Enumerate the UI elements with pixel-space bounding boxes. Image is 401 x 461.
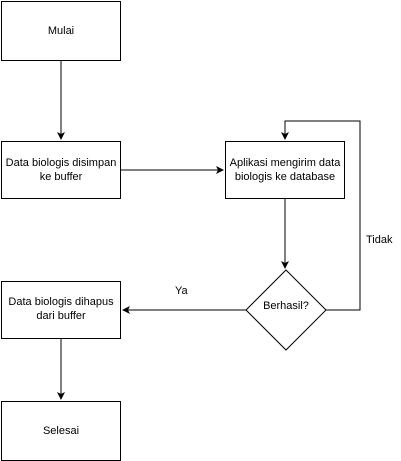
decision-label: Berhasil?	[263, 300, 309, 312]
delete-buffer-label: Data biologis dihapus dari buffer	[8, 296, 114, 323]
decision-diamond	[245, 269, 327, 351]
store-buffer-label: Data biologis disimpan ke buffer	[5, 156, 117, 183]
end-node: Selesai	[1, 401, 121, 461]
store-buffer-node: Data biologis disimpan ke buffer	[1, 141, 121, 199]
send-database-label: Aplikasi mengirim data biologis ke datab…	[229, 156, 341, 183]
edge-decision-no-loop	[281, 120, 361, 311]
start-node: Mulai	[1, 1, 121, 61]
send-database-node: Aplikasi mengirim data biologis ke datab…	[225, 141, 345, 199]
yes-edge-label: Ya	[175, 285, 188, 297]
delete-buffer-node: Data biologis dihapus dari buffer	[1, 281, 121, 339]
no-edge-label: Tidak	[366, 234, 393, 246]
start-node-label: Mulai	[47, 24, 75, 37]
end-node-label: Selesai	[42, 424, 80, 437]
